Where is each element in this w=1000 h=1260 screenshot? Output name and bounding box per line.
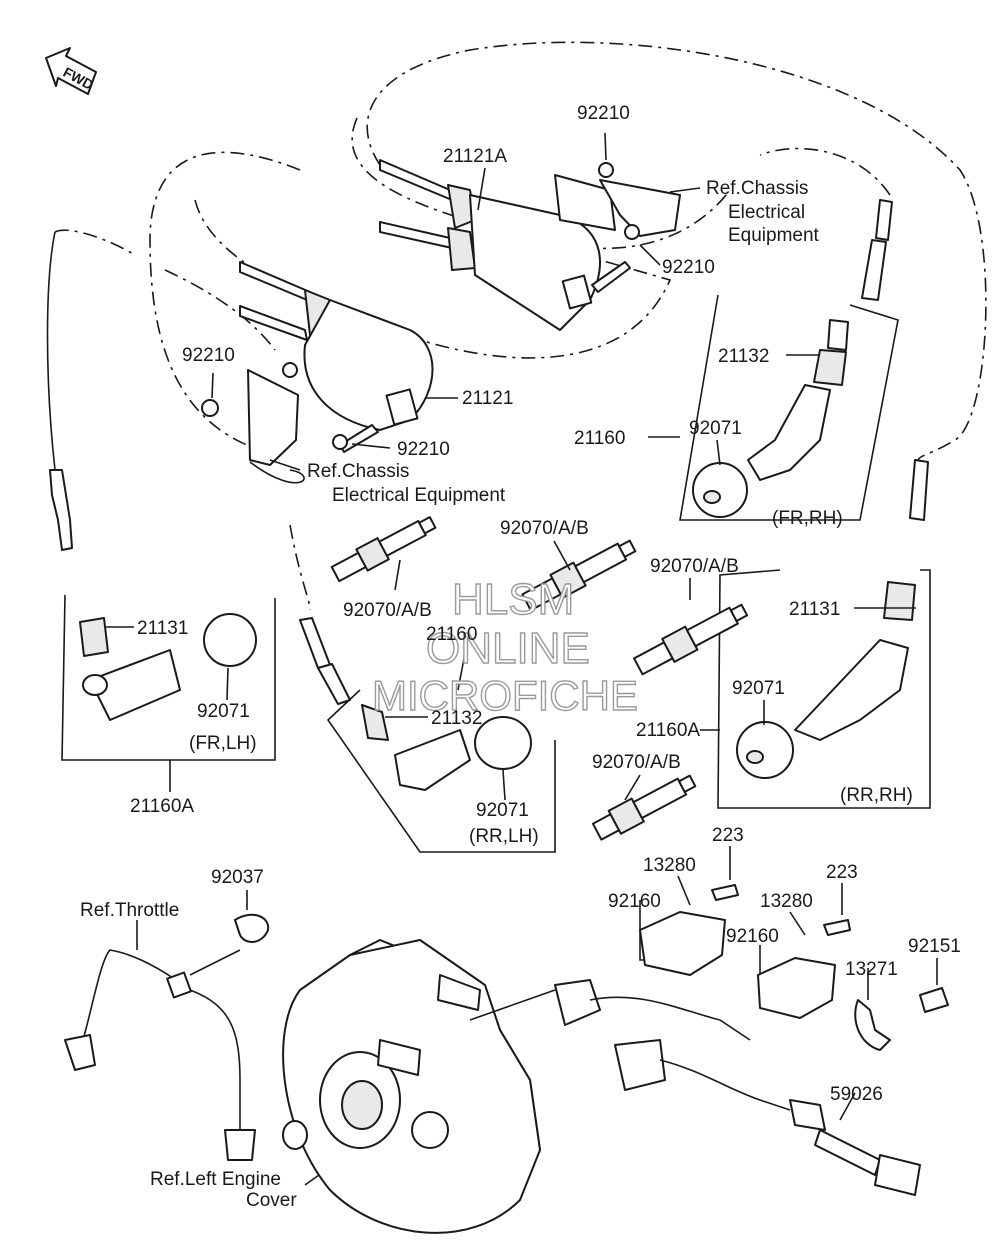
- watermark-line-3: MICROFICHE: [372, 672, 638, 719]
- label-92070-right: 92070/A/B: [650, 556, 739, 577]
- label-92160-b: 92160: [726, 926, 779, 947]
- label-92210-left: 92210: [182, 345, 235, 366]
- rr-lh-cap-group: [299, 617, 556, 853]
- ignition-coil-21121A: [379, 159, 681, 331]
- spark-plug-right: [633, 603, 749, 676]
- label-21160A-right: 21160A: [636, 720, 700, 741]
- label-13280-b: 13280: [760, 891, 813, 912]
- pickup-coils: [469, 884, 949, 1196]
- throttle-bracket: [64, 913, 270, 1161]
- label-92160-a: 92160: [608, 891, 661, 912]
- watermark-line-2: ONLINE: [426, 624, 590, 673]
- label-21131-left: 21131: [137, 618, 188, 639]
- watermark: HLSM ONLINE MICROFICHE: [371, 574, 638, 719]
- spark-plug-left: [330, 516, 437, 583]
- label-21160A-left: 21160A: [130, 796, 194, 817]
- label-21131-right: 21131: [789, 599, 840, 620]
- wire-rr-rh: [717, 459, 931, 809]
- label-92071-rrlh: 92071: [476, 800, 529, 821]
- label-92210-top: 92210: [577, 103, 630, 124]
- label-ref-chassis-mid-1: Ref.Chassis: [307, 461, 409, 482]
- wire-fr-lh: [46, 231, 73, 551]
- engine-cover: [282, 939, 541, 1234]
- label-92070-lower: 92070/A/B: [592, 752, 681, 773]
- label-ref-chassis-top-3: Equipment: [728, 225, 820, 246]
- label-ref-engine-1: Ref.Left Engine: [150, 1169, 281, 1190]
- watermark-line-1: HLSM: [452, 575, 574, 624]
- label-92071-frrh: 92071: [689, 418, 742, 439]
- label-frlh: (FR,LH): [189, 733, 257, 754]
- label-rrrh: (RR,RH): [840, 785, 913, 806]
- fwd-arrow-icon: FWD: [45, 47, 97, 95]
- label-92210-lower: 92210: [397, 439, 450, 460]
- label-21121A: 21121A: [443, 146, 507, 167]
- label-92037: 92037: [211, 867, 264, 888]
- label-92210-right: 92210: [662, 257, 715, 278]
- label-ref-chassis-mid-2: Electrical Equipment: [332, 485, 506, 506]
- label-92151: 92151: [908, 936, 961, 957]
- part-labels: 92210 21121A Ref.Chassis Electrical Equi…: [80, 103, 961, 1211]
- label-223-a: 223: [712, 825, 744, 846]
- label-21132-mid: 21132: [431, 708, 482, 729]
- leader-lines: [106, 132, 938, 1186]
- label-ref-engine-2: Cover: [246, 1190, 297, 1211]
- spark-plug-lower: [591, 774, 697, 841]
- label-21132-top: 21132: [718, 346, 769, 367]
- fr-lh-cap-group: [61, 594, 276, 761]
- label-21160-mid: 21160: [426, 624, 477, 645]
- spark-plug-center: [521, 539, 637, 612]
- label-ref-throttle: Ref.Throttle: [80, 900, 179, 921]
- label-92070-center: 92070/A/B: [500, 518, 589, 539]
- label-223-b: 223: [826, 862, 858, 883]
- label-13280-a: 13280: [643, 855, 696, 876]
- fr-rh-cap-group: [679, 199, 899, 521]
- label-ref-chassis-top-1: Ref.Chassis: [706, 178, 808, 199]
- label-59026: 59026: [830, 1084, 883, 1105]
- label-21160-top: 21160: [574, 428, 625, 449]
- label-92070-left: 92070/A/B: [343, 600, 432, 621]
- label-13271: 13271: [845, 959, 898, 980]
- label-92071-rrrh: 92071: [732, 678, 785, 699]
- label-92071-frlh: 92071: [197, 701, 250, 722]
- label-21121: 21121: [462, 388, 513, 409]
- label-ref-chassis-top-2: Electrical: [728, 202, 805, 223]
- label-frrh: (FR,RH): [772, 508, 843, 529]
- spark-plugs: [330, 516, 749, 841]
- ignition-coil-21121: [201, 261, 434, 466]
- label-rrlh: (RR,LH): [469, 826, 539, 847]
